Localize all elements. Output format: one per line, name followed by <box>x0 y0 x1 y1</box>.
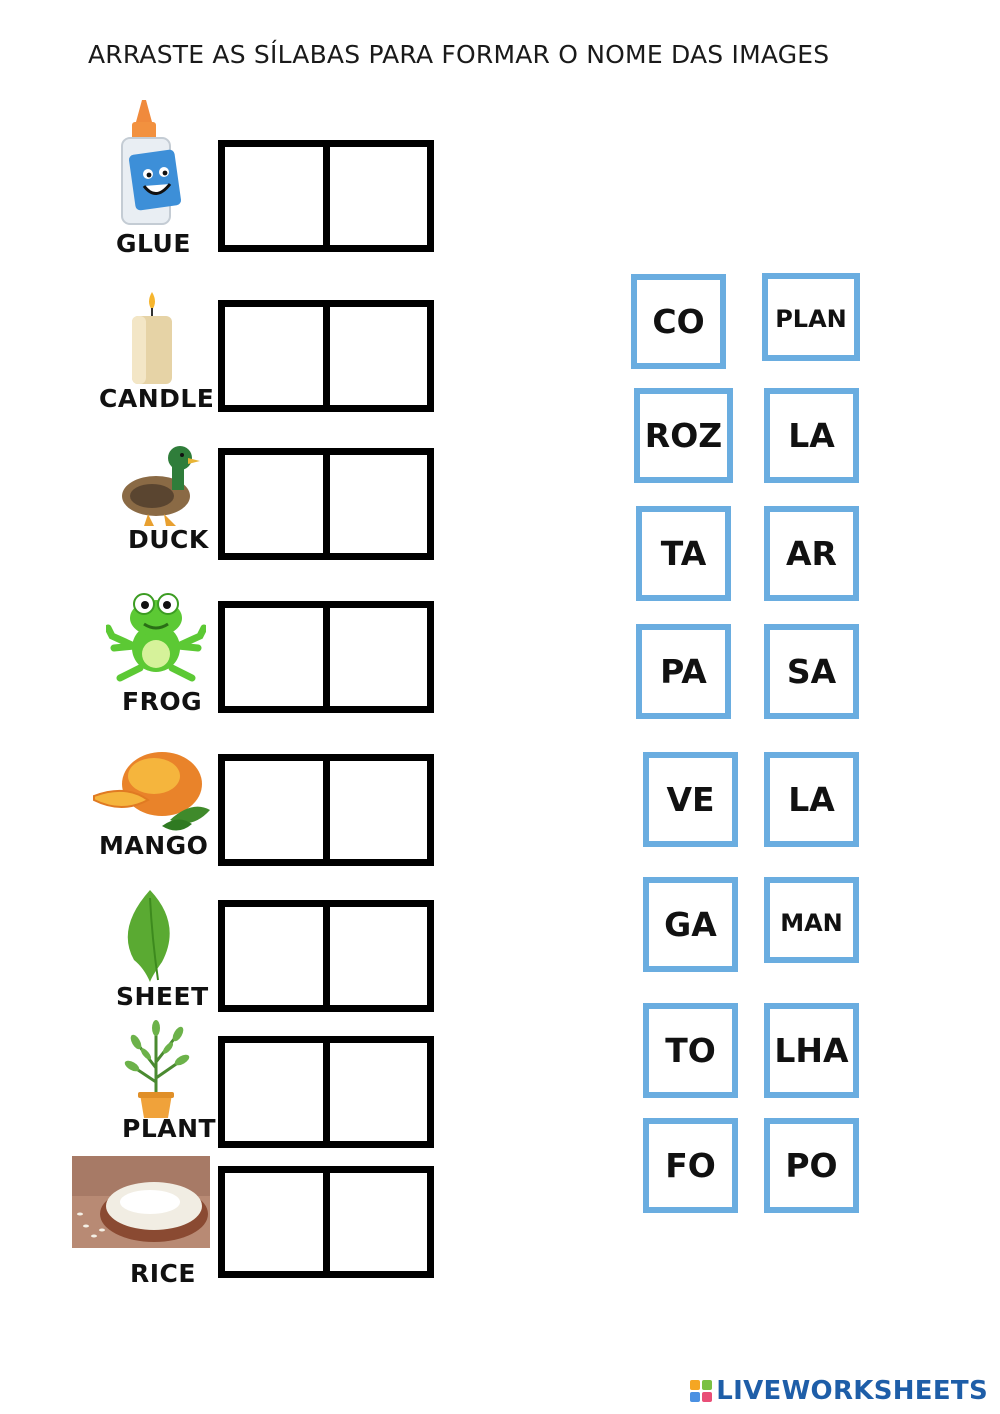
syllable-tile[interactable]: TA <box>636 506 731 601</box>
drop-slot[interactable] <box>225 907 323 1005</box>
drop-slot[interactable] <box>322 761 428 859</box>
syllable-tile[interactable]: MAN <box>764 877 859 963</box>
answer-pair-plant <box>218 1036 434 1148</box>
drop-slot[interactable] <box>225 1173 323 1271</box>
word-label-frog: FROG <box>122 687 203 716</box>
answer-pair-glue <box>218 140 434 252</box>
drop-slot[interactable] <box>225 1043 323 1141</box>
answer-pair-candle <box>218 300 434 412</box>
leaf-icon <box>127 890 170 982</box>
glue-bottle-icon <box>121 100 182 225</box>
syllable-tile[interactable]: CO <box>631 274 726 369</box>
syllable-tile[interactable]: LA <box>764 752 859 847</box>
word-label-sheet: SHEET <box>116 982 209 1011</box>
frog-icon <box>106 593 206 682</box>
syllable-tile[interactable]: LHA <box>764 1003 859 1098</box>
instruction-title: ARRASTE AS SÍLABAS PARA FORMAR O NOME DA… <box>88 40 830 69</box>
syllable-tile[interactable]: FO <box>643 1118 738 1213</box>
drop-slot[interactable] <box>322 147 428 245</box>
candle-icon <box>132 292 172 384</box>
syllable-tile[interactable]: ROZ <box>634 388 733 483</box>
drop-slot[interactable] <box>322 307 428 405</box>
syllable-tile[interactable]: PLAN <box>762 273 860 361</box>
word-label-plant: PLANT <box>122 1114 217 1143</box>
brand-name: LIVEWORKSHEETS <box>716 1376 988 1406</box>
duck-icon <box>122 446 200 526</box>
liveworksheets-logo: LIVEWORKSHEETS <box>690 1376 988 1406</box>
word-label-duck: DUCK <box>128 525 209 554</box>
syllable-tile[interactable]: SA <box>764 624 859 719</box>
syllable-tile[interactable]: LA <box>764 388 859 483</box>
drop-slot[interactable] <box>322 1043 428 1141</box>
brand-grid-icon <box>690 1380 713 1402</box>
syllable-tile[interactable]: TO <box>643 1003 738 1098</box>
answer-pair-duck <box>218 448 434 560</box>
mango-icon <box>93 752 210 831</box>
syllable-tile[interactable]: PA <box>636 624 731 719</box>
rice-bowl-icon <box>72 1156 210 1248</box>
drop-slot[interactable] <box>225 608 323 706</box>
answer-pair-frog <box>218 601 434 713</box>
syllable-tile[interactable]: AR <box>764 506 859 601</box>
drop-slot[interactable] <box>225 455 323 553</box>
syllable-tile[interactable]: PO <box>764 1118 859 1213</box>
drop-slot[interactable] <box>322 1173 428 1271</box>
answer-pair-sheet <box>218 900 434 1012</box>
word-label-glue: GLUE <box>116 229 191 258</box>
potted-plant-icon <box>124 1020 190 1118</box>
drop-slot[interactable] <box>322 907 428 1005</box>
word-label-candle: CANDLE <box>99 384 215 413</box>
drop-slot[interactable] <box>225 147 323 245</box>
word-label-rice: RICE <box>130 1259 196 1288</box>
answer-pair-rice <box>218 1166 434 1278</box>
answer-pair-mango <box>218 754 434 866</box>
drop-slot[interactable] <box>225 307 323 405</box>
word-label-mango: MANGO <box>99 831 209 860</box>
syllable-tile[interactable]: VE <box>643 752 738 847</box>
syllable-tile[interactable]: GA <box>643 877 738 972</box>
drop-slot[interactable] <box>225 761 323 859</box>
drop-slot[interactable] <box>322 608 428 706</box>
drop-slot[interactable] <box>322 455 428 553</box>
